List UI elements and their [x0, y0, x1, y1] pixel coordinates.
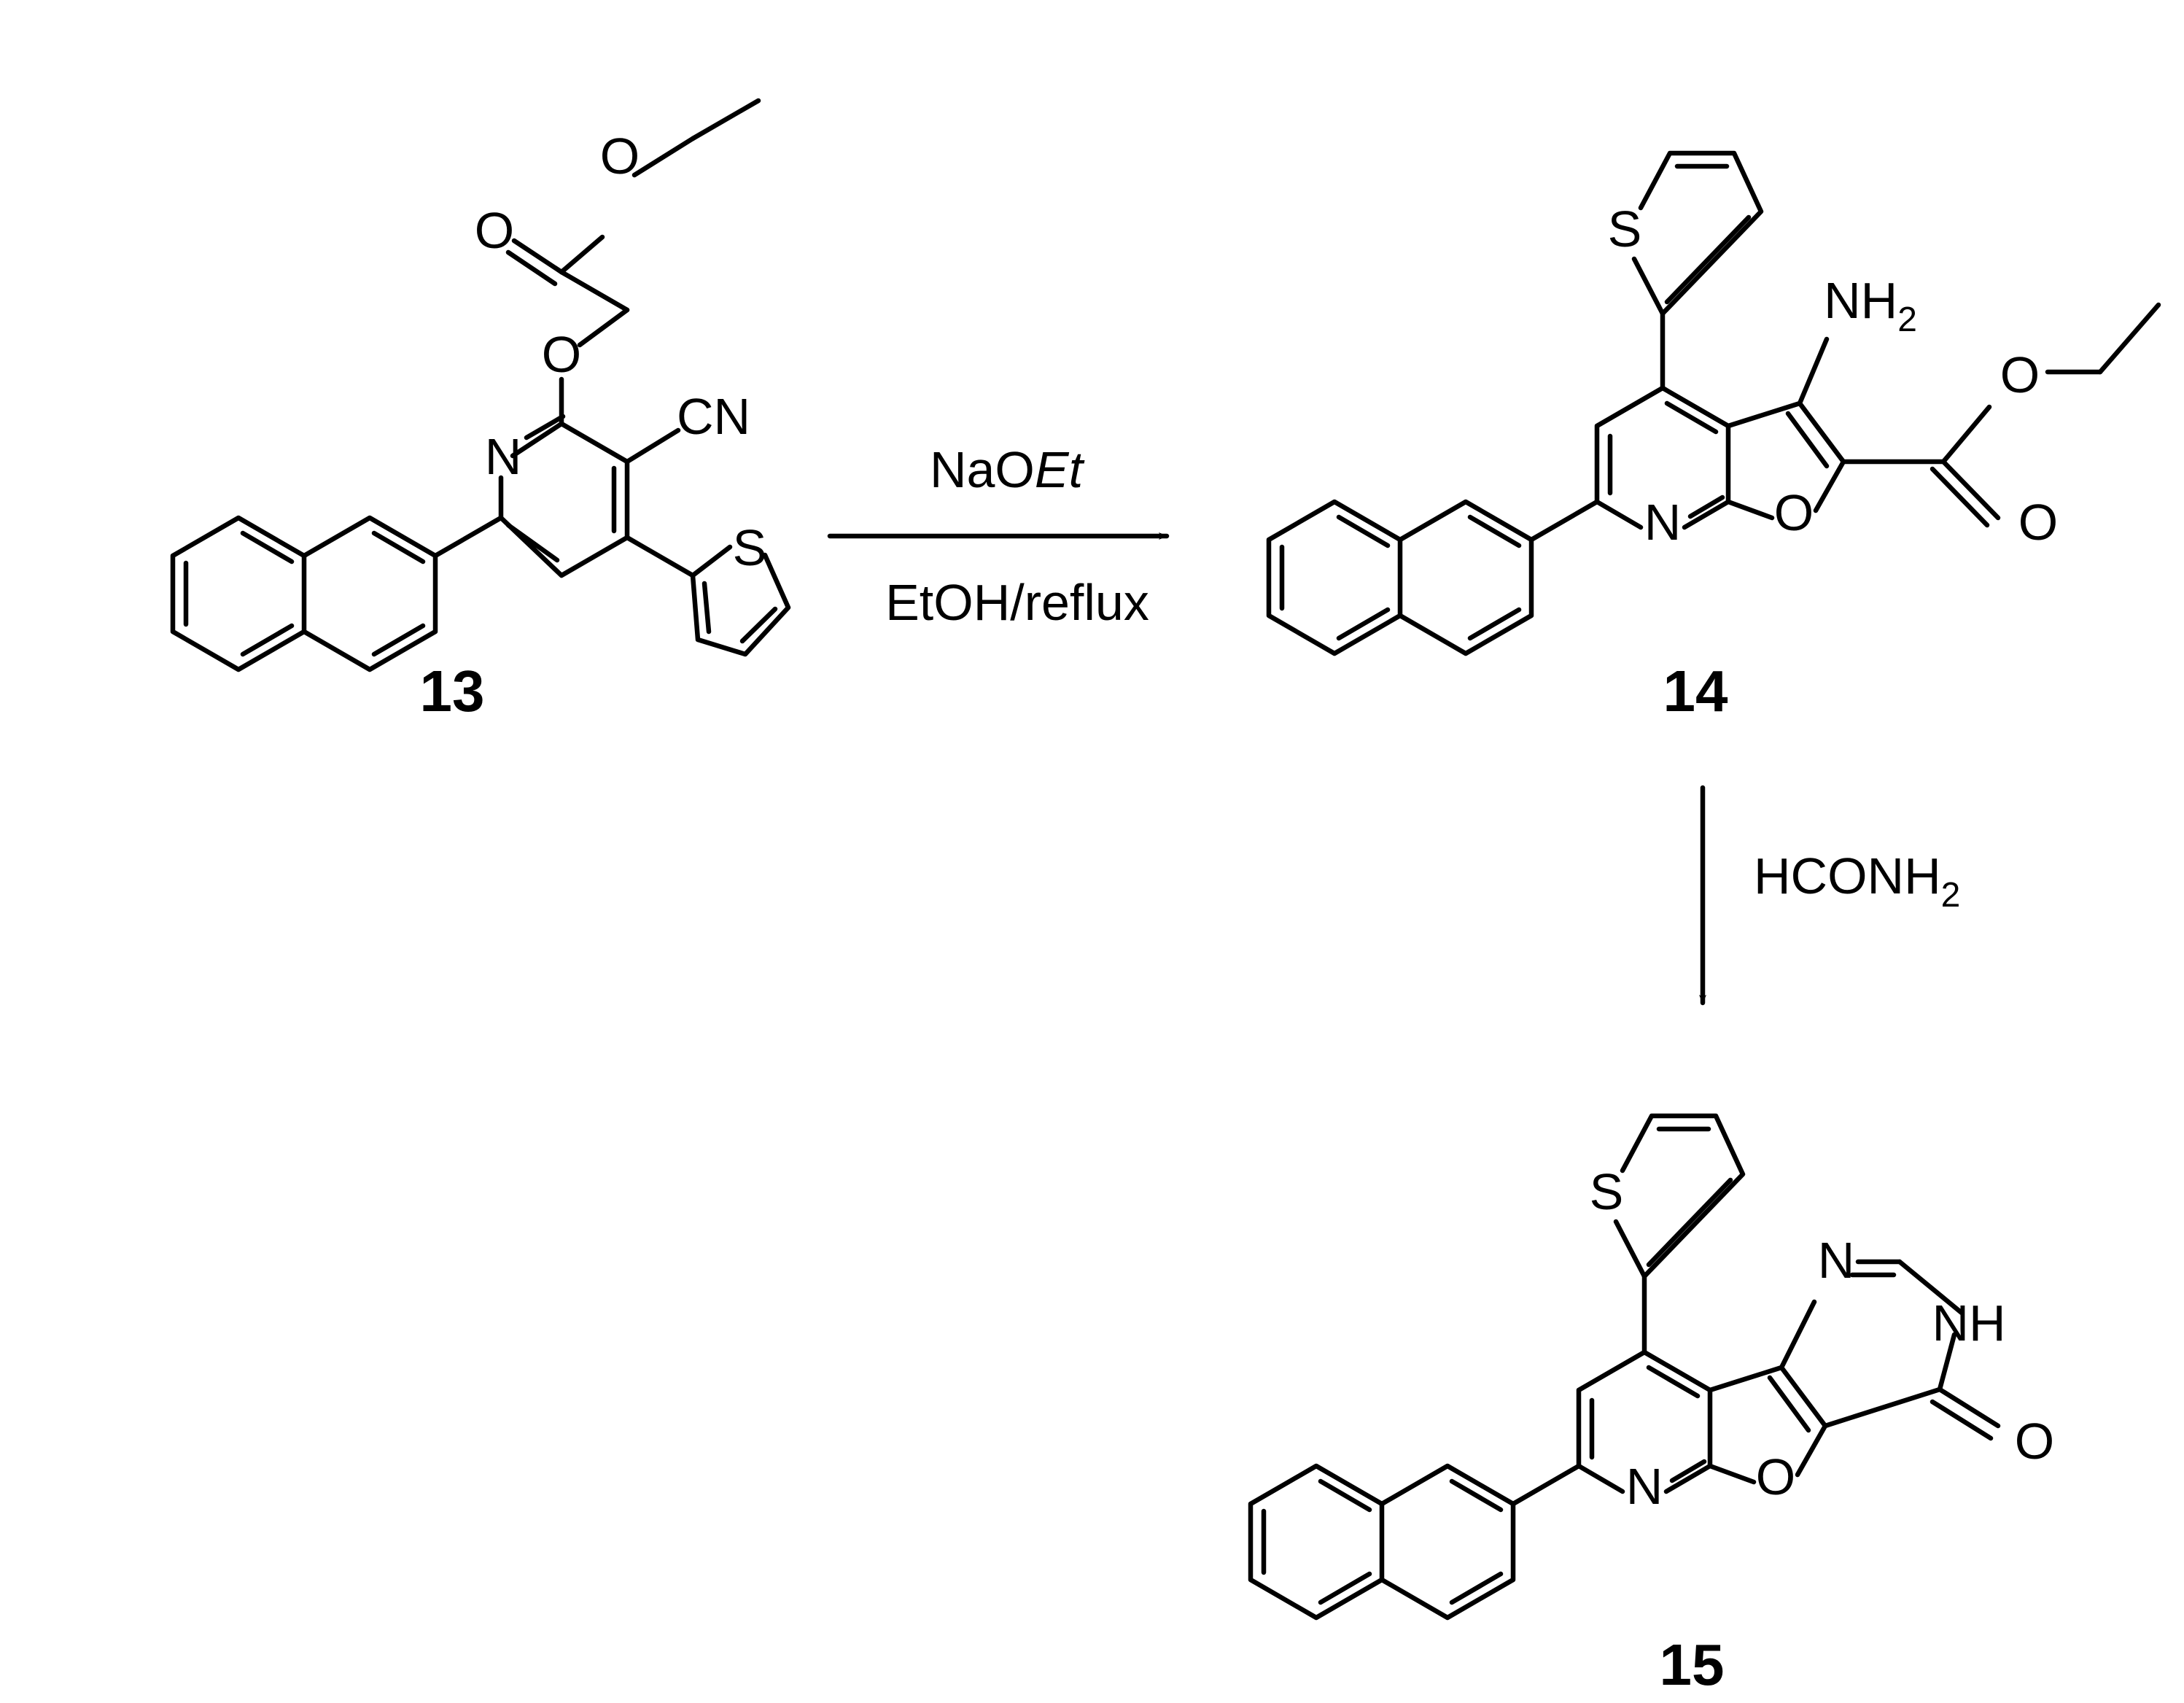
- ester-group: [1841, 302, 2161, 528]
- naphthalene-ring: [170, 515, 438, 672]
- compound-label-14: 14: [1663, 659, 1728, 724]
- atom-S: S: [1590, 1163, 1624, 1220]
- atom-N: N: [1644, 494, 1682, 551]
- thiophene-ring: [1613, 1113, 1746, 1355]
- atom-N: N: [1818, 1232, 1855, 1289]
- atom-O: O: [1756, 1448, 1795, 1505]
- atom-CN: CN: [677, 388, 750, 445]
- reagent-label: HCONH2: [1754, 847, 1960, 915]
- pyrimidinone-ring: [1779, 1259, 2001, 1441]
- naphthalene-ring: [1248, 1463, 1516, 1621]
- atom-O: O: [2000, 346, 2040, 403]
- compound-13: N O CN S O O 13: [170, 98, 791, 724]
- compound-label-13: 13: [420, 659, 485, 724]
- naphthalene-ring: [1266, 499, 1534, 656]
- thiophene-ring: [624, 535, 791, 657]
- thiophene-ring: [1631, 150, 1764, 391]
- ester-chain: [505, 98, 761, 427]
- condition-label: EtOH/reflux: [885, 574, 1149, 631]
- atom-N: N: [485, 428, 522, 485]
- furan-ring: [1707, 1365, 1828, 1485]
- furan-ring: [1725, 400, 1846, 521]
- compound-15: N O S N NH O 15: [1248, 1113, 2054, 1697]
- reaction-arrow-2: HCONH2: [1699, 785, 1960, 1006]
- atom-S: S: [733, 519, 767, 576]
- atom-O: O: [600, 128, 640, 185]
- atom-S: S: [1608, 201, 1642, 257]
- atom-O: O: [475, 202, 514, 259]
- reaction-arrow-1: NaOEt EtOH/reflux: [827, 441, 1170, 631]
- atom-N: N: [1626, 1458, 1663, 1515]
- atom-O: O: [2018, 494, 2058, 551]
- atom-O: O: [1774, 484, 1814, 541]
- atom-NH: NH: [1932, 1295, 2005, 1351]
- compound-14: N O S O O NH2 14: [1266, 150, 2161, 724]
- atom-O: O: [542, 326, 581, 383]
- reagent-label: NaOEt: [930, 441, 1085, 498]
- atom-NH2: NH2: [1824, 272, 1917, 339]
- atom-O: O: [2015, 1413, 2054, 1470]
- compound-label-15: 15: [1660, 1632, 1725, 1697]
